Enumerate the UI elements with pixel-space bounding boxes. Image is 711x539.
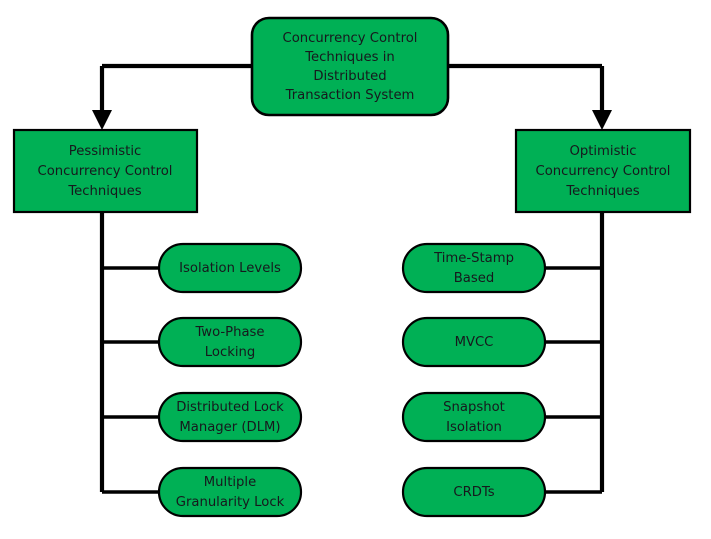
- node-distributed-lock-manager[interactable]: Distributed Lock Manager (DLM): [157, 391, 303, 443]
- node-snapshot-isolation-line-1: Snapshot: [443, 400, 505, 415]
- node-two-phase-locking-line-2: Locking: [205, 345, 255, 360]
- arrow-head-right: [592, 110, 612, 130]
- node-snapshot-isolation-shape: [401, 391, 547, 443]
- node-optimistic-shape: [514, 128, 692, 214]
- connector-layer: [92, 63, 612, 494]
- node-crdts-line-1: CRDTs: [453, 485, 494, 500]
- node-mvcc-line-1: MVCC: [455, 335, 494, 350]
- node-optimistic-line-3: Techniques: [565, 184, 639, 199]
- node-distributed-lock-manager-line-1: Distributed Lock: [176, 400, 284, 415]
- node-two-phase-locking-line-1: Two-Phase: [194, 325, 264, 340]
- node-root[interactable]: Concurrency Control Techniques in Distri…: [250, 16, 450, 117]
- node-multiple-granularity-lock[interactable]: Multiple Granularity Lock: [157, 466, 303, 518]
- node-root-shape: [250, 16, 450, 117]
- node-isolation-levels-line-1: Isolation Levels: [179, 261, 281, 276]
- node-optimistic-line-1: Optimistic: [569, 144, 636, 159]
- node-mvcc-shape: [401, 316, 547, 368]
- node-two-phase-locking-shape: [157, 316, 303, 368]
- node-time-stamp-based-shape: [401, 242, 547, 294]
- node-two-phase-locking[interactable]: Two-Phase Locking: [157, 316, 303, 368]
- node-root-line-2: Techniques in: [304, 50, 394, 65]
- node-optimistic[interactable]: Optimistic Concurrency Control Technique…: [514, 128, 692, 214]
- node-root-line-4: Transaction System: [285, 88, 415, 103]
- node-mvcc[interactable]: MVCC: [401, 316, 547, 368]
- node-crdts[interactable]: CRDTs: [401, 466, 547, 518]
- node-pessimistic-shape: [12, 128, 199, 214]
- node-isolation-levels[interactable]: Isolation Levels: [157, 242, 303, 294]
- node-multiple-granularity-lock-shape: [157, 466, 303, 518]
- node-pessimistic-line-2: Concurrency Control: [38, 164, 173, 179]
- node-pessimistic-line-3: Techniques: [67, 184, 141, 199]
- node-multiple-granularity-lock-line-1: Multiple: [204, 475, 256, 490]
- node-snapshot-isolation-line-2: Isolation: [446, 420, 502, 435]
- arrow-head-left: [92, 110, 112, 130]
- node-crdts-shape: [401, 466, 547, 518]
- node-pessimistic-line-1: Pessimistic: [69, 144, 141, 159]
- node-time-stamp-based[interactable]: Time-Stamp Based: [401, 242, 547, 294]
- node-isolation-levels-shape: [157, 242, 303, 294]
- node-optimistic-line-2: Concurrency Control: [536, 164, 671, 179]
- node-snapshot-isolation[interactable]: Snapshot Isolation: [401, 391, 547, 443]
- node-root-line-3: Distributed: [313, 69, 386, 84]
- node-distributed-lock-manager-shape: [157, 391, 303, 443]
- node-time-stamp-based-line-1: Time-Stamp: [433, 251, 514, 266]
- node-multiple-granularity-lock-line-2: Granularity Lock: [176, 495, 285, 510]
- node-time-stamp-based-line-2: Based: [454, 271, 494, 286]
- node-root-line-1: Concurrency Control: [283, 31, 418, 46]
- node-pessimistic[interactable]: Pessimistic Concurrency Control Techniqu…: [12, 128, 199, 214]
- node-distributed-lock-manager-line-2: Manager (DLM): [179, 420, 280, 435]
